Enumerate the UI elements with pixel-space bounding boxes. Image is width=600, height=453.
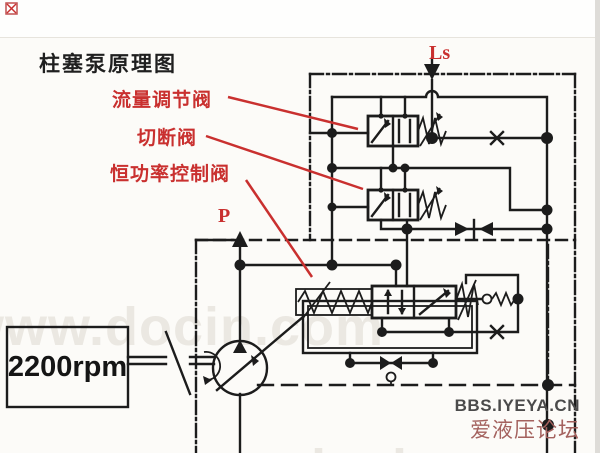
junction-nodes xyxy=(234,128,554,431)
broken-image-icon xyxy=(5,2,18,15)
motor-box xyxy=(5,325,130,409)
footer-forum-name: 爱液压论坛 xyxy=(470,418,580,442)
compensator-arrows-icon xyxy=(455,218,493,240)
watermark-text-bottom: www.docin.com xyxy=(150,438,572,453)
drain-joint-icon xyxy=(348,351,435,385)
ls-port-label: Ls xyxy=(429,42,451,64)
boundary-box xyxy=(194,72,577,453)
cutoff-valve-label: 切断阀 xyxy=(137,128,198,149)
motor-speed-value: 2200rpm xyxy=(7,350,128,383)
p-port-label: P xyxy=(218,205,231,227)
flow-regulating-valve xyxy=(366,112,447,148)
flow-valve-label: 流量调节阀 xyxy=(112,90,213,111)
p-port-arrow xyxy=(194,231,248,453)
power-valve-label: 恒功率控制阀 xyxy=(110,164,231,185)
pump-symbol xyxy=(211,315,305,397)
orifice-icon xyxy=(489,130,505,340)
image-right-edge xyxy=(595,0,600,453)
cutoff-valve xyxy=(366,186,447,222)
pilot-lines xyxy=(238,89,549,453)
page-title: 柱塞泵原理图 xyxy=(39,52,177,76)
footer-site-url: BBS.IYEYA.CN xyxy=(454,396,580,415)
annotation-leader-lines xyxy=(205,95,364,278)
shaft-coupling xyxy=(126,330,222,396)
top-margin-strip xyxy=(0,0,600,38)
